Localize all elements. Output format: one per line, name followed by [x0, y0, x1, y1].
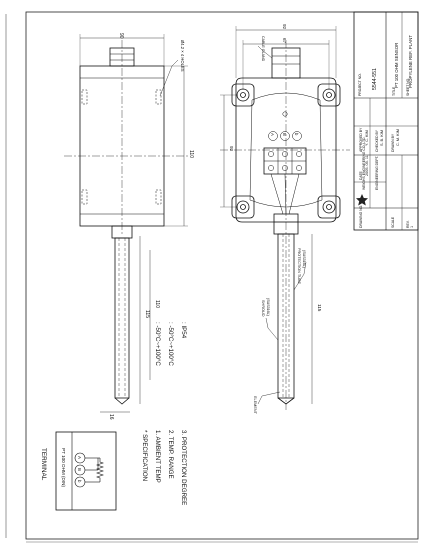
front-terminal-b-upper: B	[282, 133, 287, 136]
protection-tube-label: PROTECTION TUBE	[297, 248, 301, 284]
approved-label: APPROVED BY	[359, 127, 363, 152]
checked-label: CHECKED BY	[375, 129, 379, 152]
spec-line-1-label: 1. AMBIENT TEMP	[154, 430, 161, 483]
cable-gland-label: CABLE GLAND	[261, 36, 265, 62]
rev-label: REV.	[406, 220, 410, 228]
terminal-title: TERMINAL	[40, 448, 47, 481]
sheet-no-label: SHEET NO.	[406, 78, 410, 96]
side-dim-110: 110	[154, 300, 160, 308]
title-line2: PROPYLENE REF. PLANT	[408, 35, 413, 88]
element-label: ELEMENT	[253, 396, 257, 415]
scale-label: SCALE	[391, 216, 395, 228]
terminal-caption: PT 100 OHM (DIN)	[61, 448, 66, 487]
date-value: 2005. 05. 11	[365, 155, 369, 176]
company-logo-icon	[356, 194, 368, 206]
side-dim-16: 16	[108, 414, 114, 420]
drawing-border	[25, 11, 419, 540]
terminal-b-upper: B	[77, 468, 82, 471]
side-dim-115: 115	[144, 310, 150, 318]
drawn-label: DRAWN BY	[391, 133, 395, 152]
title-label: TITLE	[392, 86, 396, 96]
shroud-spec: (SUS316L)	[266, 298, 270, 316]
side-holes-callout: Ø4.2 × 4 HOLES	[180, 40, 185, 72]
front-terminal-a: A	[270, 133, 275, 136]
front-dim-top-inner: 67	[282, 38, 287, 44]
spec-line-2-label: 2. TEMP. RANGE	[167, 430, 174, 479]
date-label: DATE	[359, 170, 363, 180]
company-name: WEIGHS ENGINEERING CO.,LTD.	[362, 137, 366, 190]
project-no-label: PROJECT NO.	[358, 73, 362, 96]
approved-by: Y. C. KIM	[365, 130, 369, 146]
specification: * SPECIFICATION 1. AMBIENT TEMP 2. TEMP.…	[141, 322, 187, 505]
side-view	[64, 34, 190, 413]
terminal-diagram: TERMINAL A B b PT 100 OHM (DIN)	[40, 431, 117, 511]
checked-by: S. B. KIM	[380, 130, 384, 146]
protection-tube-spec: (SUS316L)	[302, 250, 306, 268]
terminal-a: A	[77, 456, 82, 459]
title-block: WEIGHS ENGINEERING CO.,LTD. ENGINEERING …	[353, 11, 419, 231]
spec-line-3-label: 3. PROTECTION DEGREE	[180, 430, 187, 505]
side-cable-gland	[109, 47, 135, 67]
side-view-labels: 90 110 Ø4.2 × 4 HOLES 115 110 16	[108, 33, 194, 420]
sheet-no: 1	[410, 226, 414, 228]
drawing-no-label: DRAWING NO.	[359, 205, 363, 228]
side-protection-tube	[114, 237, 130, 399]
project-no: 5544-551	[372, 68, 378, 90]
front-terminal-b-lower: b	[294, 133, 299, 136]
company-dept: ENGINEERING DEPT.	[375, 156, 379, 190]
front-enclosure	[235, 77, 337, 223]
side-dim-top: 90	[118, 33, 124, 39]
front-dim-top-outer: 92	[282, 24, 287, 30]
shroud-label: SHROUD	[261, 300, 265, 317]
title-line1: PT 100 OHM SENSOR	[394, 43, 399, 88]
spec-heading: * SPECIFICATION	[141, 430, 148, 481]
front-view-labels: 92 67 CABLE GLAND 92 PROTECTION TUBE (SU…	[229, 24, 322, 415]
spec-line-1-value: : -50°C~+100°C	[154, 322, 161, 366]
front-dim-115: 115	[317, 304, 322, 312]
terminal-b-lower: b	[77, 480, 82, 483]
front-dim-height: 92	[229, 146, 234, 152]
side-dim-height: 110	[188, 150, 194, 158]
front-view	[220, 26, 350, 410]
spec-line-3-value: : IP54	[180, 322, 187, 339]
drawn-by: C. M. KIM	[396, 129, 400, 146]
spec-line-2-value: : -50°C~+100°C	[167, 322, 174, 366]
